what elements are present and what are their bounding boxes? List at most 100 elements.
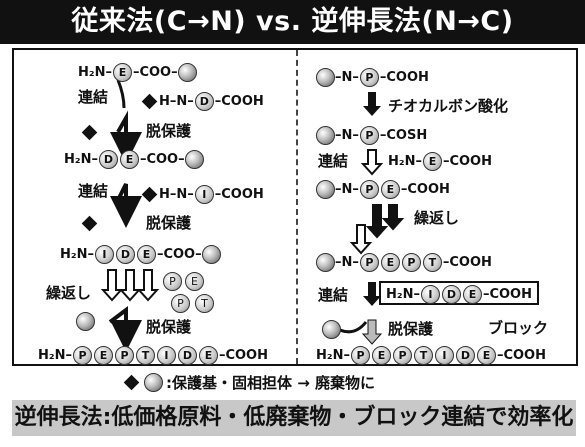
- step-label-link: 連結: [318, 152, 349, 170]
- resin-bead-icon: [316, 180, 335, 199]
- molecule-bead-p-cosh: –N– P –COSH: [316, 126, 427, 145]
- resin-bead-icon: [184, 150, 204, 169]
- molecule-h2n-e: H₂N– E –COO–: [78, 63, 197, 82]
- step-label-thioacid: チオカルボン酸化: [388, 97, 509, 115]
- residue: D: [177, 346, 197, 365]
- residue: T: [413, 346, 433, 365]
- residue: E: [93, 346, 113, 365]
- residue: E: [380, 253, 400, 272]
- residue: D: [98, 150, 118, 169]
- resin-bead-icon: [316, 68, 335, 87]
- down-arrow: [363, 282, 381, 306]
- mol-suffix: –COO–: [156, 247, 202, 262]
- residue: E: [380, 180, 400, 199]
- resin-bead-icon: [76, 312, 95, 331]
- legend: :保護基・固相担体 → 廃棄物に: [122, 372, 375, 393]
- residue: P: [171, 294, 190, 313]
- block-fragment-box: [379, 281, 539, 305]
- mol-prefix: H₂N–: [64, 152, 98, 167]
- molecule-bead-pept: –N– P E P T –COOH: [316, 253, 492, 272]
- title-bar: [0, 0, 585, 44]
- residue: P: [359, 68, 379, 87]
- molecule-h2n-e-right: H₂N– E –COOH: [388, 152, 492, 171]
- protecting-group-icon: [141, 93, 158, 110]
- mol-suffix: –COOH: [482, 287, 532, 302]
- curved-arrow: [108, 306, 142, 352]
- protecting-group-icon: [123, 374, 140, 391]
- mol-prefix: H–N–: [159, 187, 194, 202]
- repeat-arrows: [349, 204, 405, 255]
- residue: P: [359, 180, 379, 199]
- step-label-deprotect: 脱保護: [146, 214, 192, 232]
- mol-prefix: H₂N–: [60, 247, 94, 262]
- step-label-link: 連結: [78, 88, 109, 106]
- protecting-group-icon: [141, 186, 158, 203]
- molecule-bead-pe: –N– P E –COOH: [316, 180, 450, 199]
- residue: I: [94, 245, 114, 264]
- resin-bead-icon: [201, 245, 221, 264]
- mol-suffix: –COOH: [442, 154, 492, 169]
- residue: E: [462, 285, 482, 304]
- residue: T: [422, 253, 442, 272]
- molecule-d: H–N– D –COOH: [140, 92, 264, 111]
- mol-suffix: –COSH: [379, 128, 428, 143]
- residue: T: [135, 346, 155, 365]
- step-label-repeat: 繰返し: [414, 209, 460, 227]
- step-label-deprotect: 脱保護: [146, 318, 192, 336]
- curved-arrow: [110, 183, 142, 228]
- resin-bead-icon: [144, 373, 163, 392]
- resin-bead-icon: [322, 320, 341, 339]
- mol-prefix: –N–: [335, 128, 359, 143]
- curved-arrow: [116, 79, 126, 109]
- molecule-peptide-final: H₂N– P E P T I D E –COOH: [38, 346, 268, 365]
- mol-prefix: H₂N–: [38, 348, 72, 363]
- step-label-repeat: 繰返し: [46, 284, 92, 302]
- residue: I: [434, 346, 454, 365]
- residue: I: [156, 346, 176, 365]
- down-arrow: [361, 319, 383, 345]
- residue: E: [371, 346, 391, 365]
- mol-suffix: –COOH: [214, 187, 264, 202]
- residue: P: [392, 346, 412, 365]
- residue: P: [163, 272, 182, 291]
- residue: T: [195, 294, 214, 313]
- residue: E: [422, 152, 442, 171]
- molecule-bead-p: –N– P –COOH: [316, 68, 429, 87]
- mol-suffix: –COO–: [139, 152, 185, 167]
- residue: I: [420, 285, 440, 304]
- residue: P: [359, 253, 379, 272]
- block-label: ブロック: [488, 319, 549, 337]
- mol-prefix: H–N–: [159, 94, 194, 109]
- mol-prefix: H₂N–: [386, 287, 420, 302]
- curved-arrow: [339, 321, 368, 334]
- residue: D: [115, 245, 135, 264]
- diagram-title: 従来法(C→N) vs. 逆伸長法(N→C): [71, 6, 514, 37]
- mol-suffix: –COOH: [442, 255, 492, 270]
- residue: E: [185, 272, 204, 291]
- residue: P: [114, 346, 134, 365]
- resin-bead-icon: [316, 253, 335, 272]
- residue: E: [136, 245, 156, 264]
- residue: E: [476, 346, 496, 365]
- resin-bead-icon: [316, 126, 335, 145]
- repeat-arrows: [100, 269, 160, 302]
- residue: D: [194, 92, 214, 111]
- residue: D: [441, 285, 461, 304]
- residue: P: [359, 126, 379, 145]
- mol-suffix: –COOH: [218, 348, 268, 363]
- step-label-link: 連結: [78, 182, 109, 200]
- residue: E: [198, 346, 218, 365]
- legend-text: :保護基・固相担体 → 廃棄物に: [166, 374, 376, 392]
- down-arrow: [360, 149, 384, 176]
- mol-prefix: H₂N–: [78, 65, 112, 80]
- step-label-deprotect: 脱保護: [146, 122, 192, 140]
- molecule-de: H₂N– D E –COO–: [64, 150, 204, 169]
- residue: P: [401, 253, 421, 272]
- residue: D: [455, 346, 475, 365]
- mol-prefix: –N–: [335, 70, 359, 85]
- mol-prefix: –N–: [335, 255, 359, 270]
- molecule-peptide-final-right: H₂N– P E P T I D E –COOH: [316, 346, 546, 365]
- column-divider: [296, 50, 298, 364]
- diagram-panel: [12, 48, 578, 366]
- mol-suffix: –COOH: [400, 182, 450, 197]
